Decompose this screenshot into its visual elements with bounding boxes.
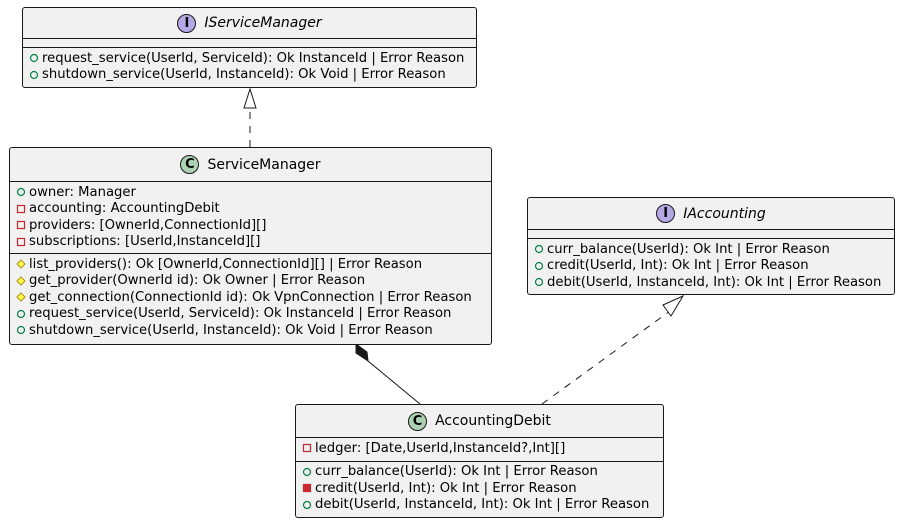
public-icon [534, 244, 544, 254]
class-badge-icon: C [408, 411, 428, 431]
field-row: accounting: AccountingDebit [10, 201, 491, 218]
protected-icon [16, 259, 26, 269]
class-box-servicemanager: C ServiceManager owner: Manager accounti… [9, 147, 492, 345]
methods-section: curr_balance(UserId): Ok Int | Error Rea… [528, 238, 894, 291]
public-icon [16, 309, 26, 319]
fields-section [23, 38, 476, 47]
protected-icon [16, 276, 26, 286]
method-text: curr_balance(UserId): Ok Int | Error Rea… [315, 464, 598, 480]
field-text: subscriptions: [UserId,InstanceId][] [29, 234, 261, 250]
public-icon [29, 70, 39, 80]
method-row: credit(UserId, Int): Ok Int | Error Reas… [528, 258, 894, 275]
class-name: IAccounting [683, 205, 766, 222]
methods-section: list_providers(): Ok [OwnerId,Connection… [10, 253, 491, 339]
field-text: owner: Manager [29, 184, 136, 200]
field-row: subscriptions: [UserId,InstanceId][] [10, 234, 491, 251]
field-text: providers: [OwnerId,ConnectionId][] [29, 217, 267, 233]
public-icon [16, 325, 26, 335]
method-row: get_provider(OwnerId id): Ok Owner | Err… [10, 273, 491, 290]
composition-line [367, 360, 421, 405]
private-icon [16, 220, 26, 230]
methods-section: request_service(UserId, ServiceId): Ok I… [23, 47, 476, 83]
field-text: accounting: AccountingDebit [29, 201, 220, 217]
field-row: ledger: [Date,UserId,InstanceId?,Int][] [296, 440, 663, 457]
field-row: owner: Manager [10, 184, 491, 201]
method-text: credit(UserId, Int): Ok Int | Error Reas… [547, 258, 809, 274]
composition-diamond [355, 343, 369, 363]
public-icon [534, 277, 544, 287]
method-row: curr_balance(UserId): Ok Int | Error Rea… [296, 464, 663, 481]
method-row: debit(UserId, InstanceId, Int): Ok Int |… [296, 497, 663, 514]
interface-badge-icon: I [656, 204, 676, 223]
method-row: curr_balance(UserId): Ok Int | Error Rea… [528, 241, 894, 258]
method-text: get_connection(ConnectionId id): Ok VpnC… [29, 289, 472, 305]
private-icon [16, 204, 26, 214]
method-text: get_provider(OwnerId id): Ok Owner | Err… [29, 273, 366, 289]
method-row: get_connection(ConnectionId id): Ok VpnC… [10, 289, 491, 306]
method-text: credit(UserId, Int): Ok Int | Error Reas… [315, 480, 577, 496]
method-row: shutdown_service(UserId, InstanceId): Ok… [10, 322, 491, 339]
class-badge-icon: C [180, 155, 200, 174]
methods-section: curr_balance(UserId): Ok Int | Error Rea… [296, 460, 663, 514]
realization-line-accountingdebit [541, 310, 671, 405]
method-text: debit(UserId, InstanceId, Int): Ok Int |… [315, 497, 650, 513]
method-row: request_service(UserId, ServiceId): Ok I… [23, 50, 476, 67]
method-row: list_providers(): Ok [OwnerId,Connection… [10, 256, 491, 273]
class-name: AccountingDebit [435, 413, 551, 429]
class-header: I IServiceManager [23, 8, 476, 38]
private-icon [302, 443, 312, 453]
class-header: C ServiceManager [10, 148, 491, 181]
fields-section: owner: Manager accounting: AccountingDeb… [10, 181, 491, 253]
protected-icon [16, 292, 26, 302]
public-icon [16, 187, 26, 197]
method-text: request_service(UserId, ServiceId): Ok I… [29, 306, 452, 322]
class-name: IServiceManager [204, 15, 322, 31]
method-row: credit(UserId, Int): Ok Int | Error Reas… [296, 480, 663, 497]
class-box-accountingdebit: C AccountingDebit ledger: [Date,UserId,I… [295, 404, 664, 518]
method-text: shutdown_service(UserId, InstanceId): Ok… [42, 67, 446, 83]
field-row: providers: [OwnerId,ConnectionId][] [10, 217, 491, 234]
field-text: ledger: [Date,UserId,InstanceId?,Int][] [315, 440, 566, 456]
fields-section: ledger: [Date,UserId,InstanceId?,Int][] [296, 437, 663, 461]
method-text: request_service(UserId, ServiceId): Ok I… [42, 50, 465, 66]
class-box-iservicemanager: I IServiceManager request_service(UserId… [22, 7, 477, 88]
class-header: C AccountingDebit [296, 405, 663, 437]
interface-badge-icon: I [177, 13, 197, 33]
public-icon [534, 261, 544, 271]
class-header: I IAccounting [528, 198, 894, 229]
public-icon [302, 467, 312, 477]
class-name: ServiceManager [207, 156, 321, 173]
public-icon [302, 500, 312, 510]
public-icon [29, 53, 39, 63]
method-text: debit(UserId, InstanceId, Int): Ok Int |… [547, 274, 882, 290]
method-row: shutdown_service(UserId, InstanceId): Ok… [23, 67, 476, 84]
method-row: request_service(UserId, ServiceId): Ok I… [10, 306, 491, 323]
class-box-iaccounting: I IAccounting curr_balance(UserId): Ok I… [527, 197, 895, 295]
method-text: curr_balance(UserId): Ok Int | Error Rea… [547, 241, 830, 257]
private-icon [16, 237, 26, 247]
method-text: shutdown_service(UserId, InstanceId): Ok… [29, 322, 433, 338]
method-text: list_providers(): Ok [OwnerId,Connection… [29, 256, 423, 272]
private-method-icon [302, 483, 312, 493]
realization-arrowhead-iservicemanager [243, 87, 257, 109]
realization-arrowhead-iaccounting [662, 294, 685, 317]
fields-section [528, 229, 894, 238]
method-row: debit(UserId, InstanceId, Int): Ok Int |… [528, 274, 894, 291]
